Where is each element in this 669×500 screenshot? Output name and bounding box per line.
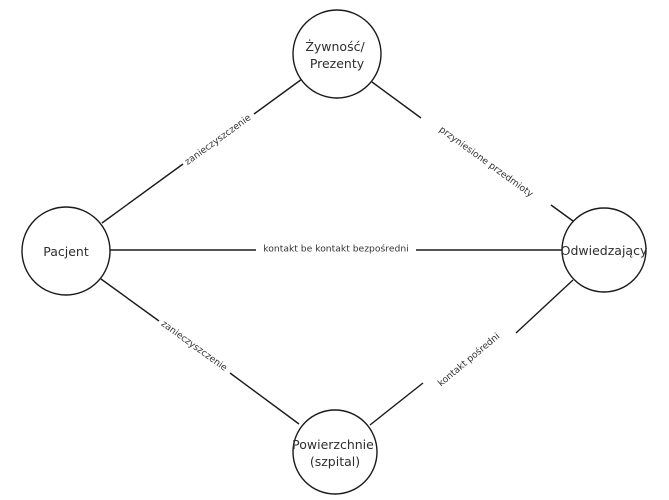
edge-line-segment	[100, 278, 160, 322]
edge-pacjent-powierzchnie[interactable]: zanieczyszczenie	[100, 278, 300, 425]
node-label-line-1: Żywność/	[305, 39, 365, 54]
edge-powierzchnie-odwiedzajacy[interactable]: kontakt pośredni	[369, 279, 574, 426]
edge-label-pacjent-odwiedzajacy: kontakt be kontakt bezpośredni	[263, 244, 408, 255]
edge-line-segment	[253, 78, 303, 115]
edge-zywnosc-odwiedzajacy[interactable]: przyniesione przedmioty	[371, 81, 574, 222]
node-label-line-1: Powierzchnie	[292, 437, 374, 452]
node-label-powierzchnie-szpital: Powierzchnie (szpital)	[292, 437, 378, 469]
edge-line-segment	[369, 382, 424, 426]
edge-label-powierzchnie-odwiedzajacy: kontakt pośredni	[436, 331, 502, 389]
node-group: Żywność/ Prezenty Pacjent Odwiedzający	[21, 9, 648, 495]
node-label-odwiedzajacy: Odwiedzający	[561, 243, 648, 258]
node-circle	[292, 409, 378, 495]
node-circle	[561, 207, 647, 293]
node-label-zywnosc-prezenty: Żywność/ Prezenty	[305, 39, 368, 71]
edge-pacjent-zywnosc[interactable]: zanieczyszczenie	[101, 78, 303, 224]
edge-label-pacjent-powierzchnie: zanieczyszczenie	[159, 318, 230, 374]
node-label-pacjent: Pacjent	[43, 244, 89, 259]
node-label-line-1: Pacjent	[43, 244, 89, 259]
edge-line-segment	[371, 81, 422, 119]
edge-group: zanieczyszczenie przyniesione przedmioty…	[100, 78, 574, 426]
node-circle	[292, 9, 382, 99]
node-odwiedzajacy[interactable]: Odwiedzający	[561, 207, 648, 293]
node-label-line-2: Prezenty	[310, 56, 365, 71]
edge-line-segment	[229, 372, 300, 425]
edge-line-segment	[515, 279, 574, 334]
node-zywnosc-prezenty[interactable]: Żywność/ Prezenty	[292, 9, 382, 99]
node-pacjent[interactable]: Pacjent	[21, 206, 111, 296]
edge-pacjent-odwiedzajacy[interactable]: kontakt be kontakt bezpośredni	[110, 244, 562, 255]
node-circle	[21, 206, 111, 296]
edge-label-zywnosc-odwiedzajacy: przyniesione przedmioty	[437, 124, 536, 200]
node-label-line-2: (szpital)	[310, 454, 360, 469]
node-powierzchnie-szpital[interactable]: Powierzchnie (szpital)	[292, 409, 378, 495]
edge-line-segment	[550, 204, 574, 222]
edge-line-segment	[101, 163, 184, 224]
node-label-line-1: Odwiedzający	[561, 243, 648, 258]
edge-label-pacjent-zywnosc: zanieczyszczenie	[183, 112, 254, 168]
